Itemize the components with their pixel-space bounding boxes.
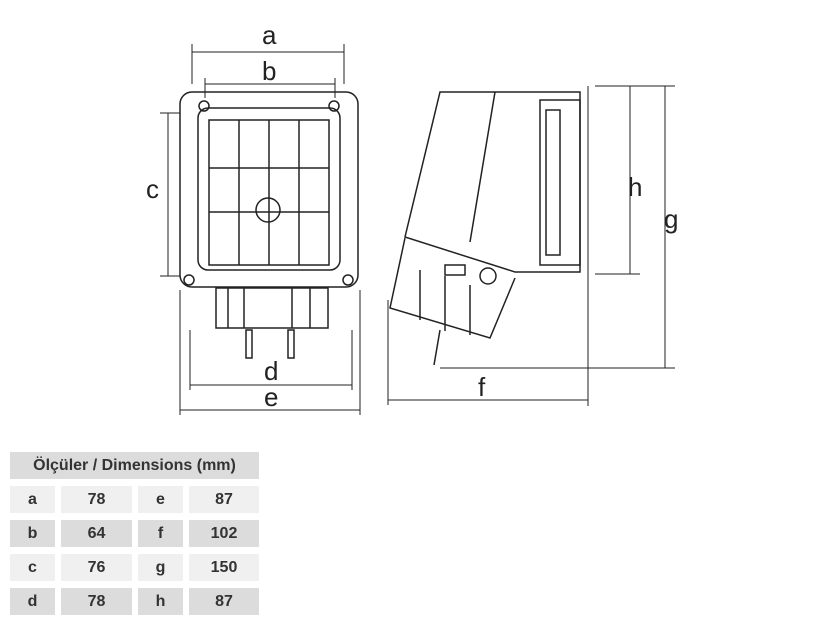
- table-row: c 76 g 150: [10, 554, 259, 581]
- dim-value: 87: [189, 588, 259, 615]
- dim-value: 76: [61, 554, 132, 581]
- dim-key: g: [138, 554, 183, 581]
- table-row: b 64 f 102: [10, 520, 259, 547]
- dim-key: f: [138, 520, 183, 547]
- dim-value: 64: [61, 520, 132, 547]
- dim-key: b: [10, 520, 55, 547]
- dim-key: c: [10, 554, 55, 581]
- dim-value: 78: [61, 486, 132, 513]
- dim-key: h: [138, 588, 183, 615]
- dim-value: 102: [189, 520, 259, 547]
- label-c: c: [146, 174, 159, 204]
- side-view: [389, 91, 581, 366]
- dim-key: d: [10, 588, 55, 615]
- dimensions-table: Ölçüler / Dimensions (mm) a 78 e 87 b 64…: [10, 452, 259, 615]
- table-row: a 78 e 87: [10, 486, 259, 513]
- dim-value: 87: [189, 486, 259, 513]
- label-e: e: [264, 382, 278, 412]
- table-row: d 78 h 87: [10, 588, 259, 615]
- label-g: g: [664, 204, 678, 234]
- technical-drawing: a b c d e f g h: [146, 20, 678, 415]
- dimension-lines: [160, 44, 675, 415]
- label-h: h: [628, 172, 642, 202]
- dim-value: 150: [189, 554, 259, 581]
- dim-value: 78: [61, 588, 132, 615]
- dim-key: a: [10, 486, 55, 513]
- table-title: Ölçüler / Dimensions (mm): [10, 452, 259, 479]
- label-b: b: [262, 56, 276, 86]
- label-d: d: [264, 356, 278, 386]
- label-a: a: [262, 20, 277, 50]
- front-view: [179, 91, 359, 359]
- label-f: f: [478, 372, 486, 402]
- dim-key: e: [138, 486, 183, 513]
